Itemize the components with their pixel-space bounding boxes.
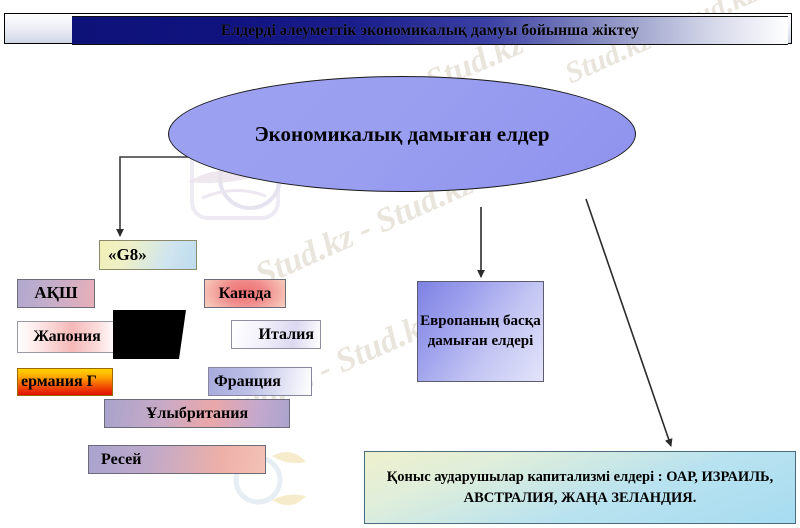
node-settler-capitalism-countries-label: Қоныс аударушылар капитализмі елдері : О… <box>386 468 774 506</box>
connector-root-to-settler <box>585 198 673 447</box>
node-japan-label: Жапония <box>33 328 101 346</box>
slide-title-bar: Елдерді әлеуметтік экономикалық дамуы бо… <box>72 16 788 45</box>
node-other-developed-europe[interactable]: Европаның басқа дамыған елдері <box>417 281 544 382</box>
node-g8[interactable]: «G8» <box>99 240 197 270</box>
node-usa-label: АҚШ <box>34 283 78 303</box>
node-settler-capitalism-countries[interactable]: Қоныс аударушылар капитализмі елдері : О… <box>364 451 796 524</box>
occluding-black-rectangle <box>113 310 186 359</box>
node-germany[interactable]: ермания Г <box>17 368 113 396</box>
page-title: Елдерді әлеуметтік экономикалық дамуы бо… <box>220 21 640 39</box>
node-russia-label: Ресей <box>101 450 142 468</box>
node-other-developed-europe-label: Европаның басқа дамыған елдері <box>420 312 541 349</box>
node-g8-label: «G8» <box>108 244 147 264</box>
root-node-developed-countries[interactable]: Экономикалық дамыған елдер <box>168 76 636 192</box>
node-france-label: Франция <box>214 372 281 390</box>
root-node-label: Экономикалық дамыған елдер <box>254 121 550 146</box>
node-germany-label: ермания Г <box>21 373 97 391</box>
connector-root-to-g8 <box>116 156 190 237</box>
node-italy-label: Италия <box>258 325 315 343</box>
node-france[interactable]: Франция <box>208 367 312 396</box>
node-uk[interactable]: Ұлыбритания <box>104 399 290 428</box>
node-usa[interactable]: АҚШ <box>17 279 95 308</box>
node-italy[interactable]: Италия <box>231 320 321 349</box>
node-canada-label: Канада <box>218 284 272 302</box>
node-russia[interactable]: Ресей <box>88 445 266 474</box>
node-japan[interactable]: Жапония <box>17 321 117 353</box>
node-uk-label: Ұлыбритания <box>145 404 249 422</box>
node-canada[interactable]: Канада <box>204 279 286 308</box>
